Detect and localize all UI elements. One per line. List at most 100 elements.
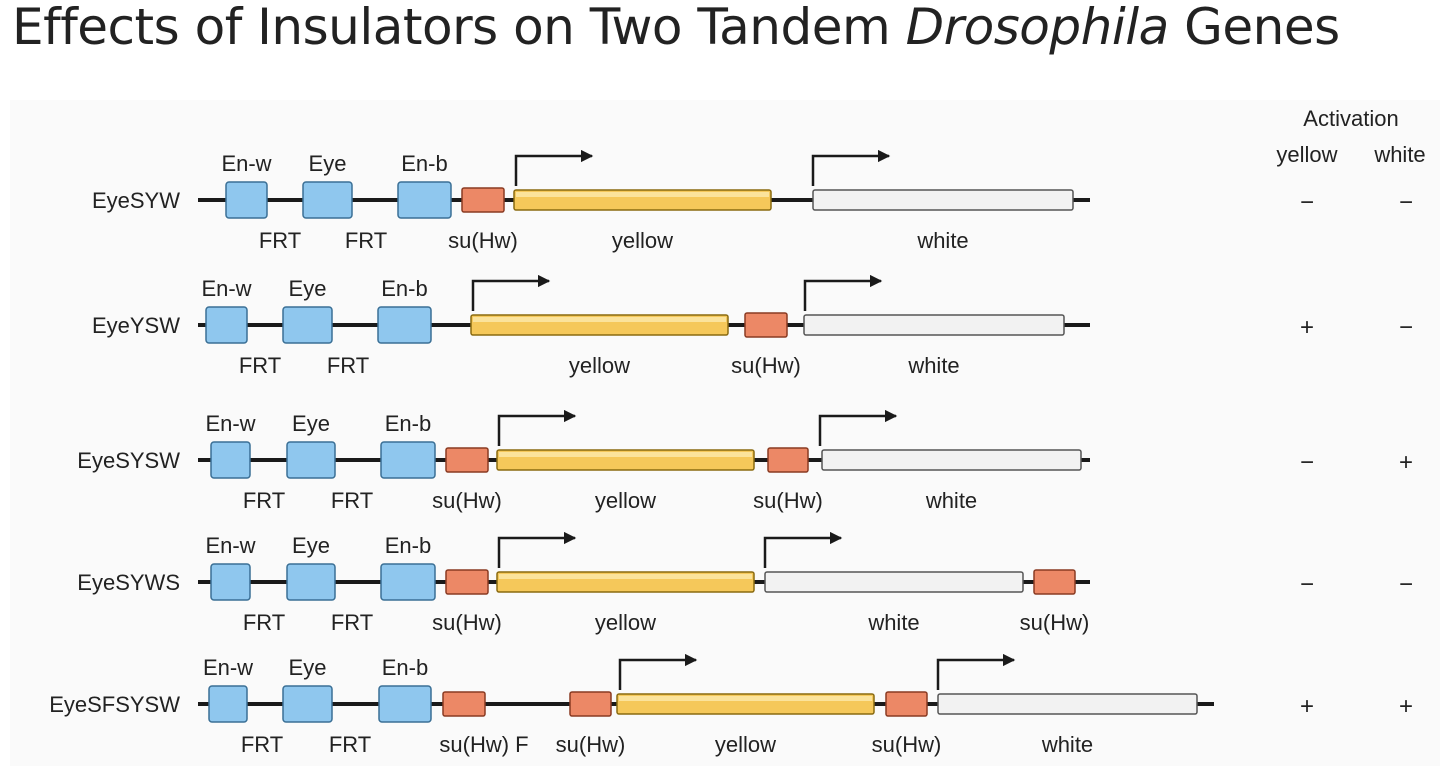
yellow-gene-label: yellow	[595, 488, 656, 513]
white-gene-label: white	[1041, 732, 1093, 757]
construct-name: EyeSYSW	[77, 448, 180, 473]
insulator-box	[767, 447, 809, 473]
enhancer-label: En-w	[203, 655, 253, 680]
white-activation-mark: −	[1399, 571, 1413, 598]
enhancer-box	[286, 563, 336, 601]
white-gene-label: white	[916, 228, 968, 253]
frt-label: FRT	[331, 488, 373, 513]
enhancer-label: En-w	[201, 276, 251, 301]
insulator-box	[442, 691, 486, 717]
insulator-box	[885, 691, 928, 717]
construct-name: EyeYSW	[92, 313, 180, 338]
enhancer-box	[380, 441, 436, 479]
white-column-header: white	[1373, 142, 1425, 167]
insulator-label: su(Hw)	[556, 732, 626, 757]
yellow-activation-mark: −	[1300, 571, 1314, 598]
insulator-label: su(Hw) F	[439, 732, 528, 757]
title-suffix: Genes	[1168, 0, 1340, 56]
yellow-activation-mark: −	[1300, 449, 1314, 476]
enhancer-box	[377, 306, 432, 344]
yellow-gene-highlight	[516, 192, 769, 197]
frt-label: FRT	[243, 488, 285, 513]
enhancer-label: Eye	[289, 276, 327, 301]
enhancer-box	[205, 306, 248, 344]
insulator-label: su(Hw)	[432, 488, 502, 513]
insulator-box	[445, 447, 489, 473]
yellow-gene-highlight	[499, 574, 752, 579]
promoter-arrow-icon	[497, 531, 577, 568]
yellow-gene-highlight	[619, 696, 872, 701]
title-prefix: Effects of Insulators on Two Tandem	[12, 0, 906, 56]
yellow-activation-mark: +	[1300, 314, 1314, 341]
promoter-arrow-icon	[811, 149, 891, 186]
promoter-arrow-icon	[818, 409, 898, 446]
insulator-box	[1033, 569, 1076, 595]
insulator-box	[461, 187, 505, 213]
enhancer-box	[282, 685, 333, 723]
yellow-activation-mark: +	[1300, 693, 1314, 720]
enhancer-box	[225, 181, 268, 219]
enhancer-label: Eye	[289, 655, 327, 680]
construct-name: EyeSYWS	[77, 570, 180, 595]
construct-row-EyeSYSW: EyeSYSW En-w Eye En-b su(Hw) yellow su(Hw) whit…	[77, 409, 1413, 513]
insulator-label: su(Hw)	[872, 732, 942, 757]
frt-label: FRT	[345, 228, 387, 253]
white-gene-box	[937, 693, 1198, 715]
enhancer-label: Eye	[292, 411, 330, 436]
enhancer-label: Eye	[309, 151, 347, 176]
enhancer-box	[210, 563, 251, 601]
frt-label: FRT	[327, 353, 369, 378]
insulator-label: su(Hw)	[432, 610, 502, 635]
white-activation-mark: −	[1399, 314, 1413, 341]
promoter-arrow-icon	[618, 653, 698, 690]
promoter-arrow-icon	[763, 531, 843, 568]
yellow-gene-label: yellow	[612, 228, 673, 253]
enhancer-box	[302, 181, 353, 219]
frt-label: FRT	[329, 732, 371, 757]
insulator-box	[445, 569, 489, 595]
insulator-label: su(Hw)	[1020, 610, 1090, 635]
insulator-label: su(Hw)	[753, 488, 823, 513]
enhancer-label: En-b	[385, 533, 431, 558]
white-gene-box	[812, 189, 1074, 211]
frt-label: FRT	[239, 353, 281, 378]
enhancer-box	[208, 685, 248, 723]
enhancer-label: En-w	[205, 533, 255, 558]
construct-name: EyeSYW	[92, 188, 180, 213]
yellow-gene-label: yellow	[569, 353, 630, 378]
yellow-gene-label: yellow	[595, 610, 656, 635]
enhancer-label: En-w	[205, 411, 255, 436]
promoter-arrow-icon	[497, 409, 577, 446]
enhancer-label: En-b	[381, 276, 427, 301]
white-gene-box	[764, 571, 1024, 593]
yellow-column-header: yellow	[1276, 142, 1337, 167]
enhancer-box	[378, 685, 432, 723]
white-gene-box	[821, 449, 1082, 471]
insulator-label: su(Hw)	[448, 228, 518, 253]
frt-label: FRT	[243, 610, 285, 635]
enhancer-label: En-b	[385, 411, 431, 436]
enhancer-label: En-w	[221, 151, 271, 176]
construct-name: EyeSFSYSW	[49, 692, 180, 717]
white-gene-label: white	[925, 488, 977, 513]
enhancer-box	[282, 306, 333, 344]
enhancer-label: En-b	[401, 151, 447, 176]
frt-label: FRT	[331, 610, 373, 635]
frt-label: FRT	[259, 228, 301, 253]
promoter-arrow-icon	[936, 653, 1016, 690]
enhancer-label: Eye	[292, 533, 330, 558]
white-gene-label: white	[867, 610, 919, 635]
white-activation-mark: +	[1399, 449, 1413, 476]
white-activation-mark: −	[1399, 189, 1413, 216]
enhancer-box	[397, 181, 452, 219]
yellow-activation-mark: −	[1300, 189, 1314, 216]
construct-row-EyeSYWS: EyeSYWS En-w Eye En-b su(Hw) yellow white su(Hw…	[77, 531, 1413, 635]
insulator-box	[744, 312, 788, 338]
yellow-gene-highlight	[499, 452, 752, 457]
promoter-arrow-icon	[514, 149, 594, 186]
enhancer-box	[286, 441, 336, 479]
enhancer-box	[380, 563, 436, 601]
promoter-arrow-icon	[471, 274, 551, 311]
